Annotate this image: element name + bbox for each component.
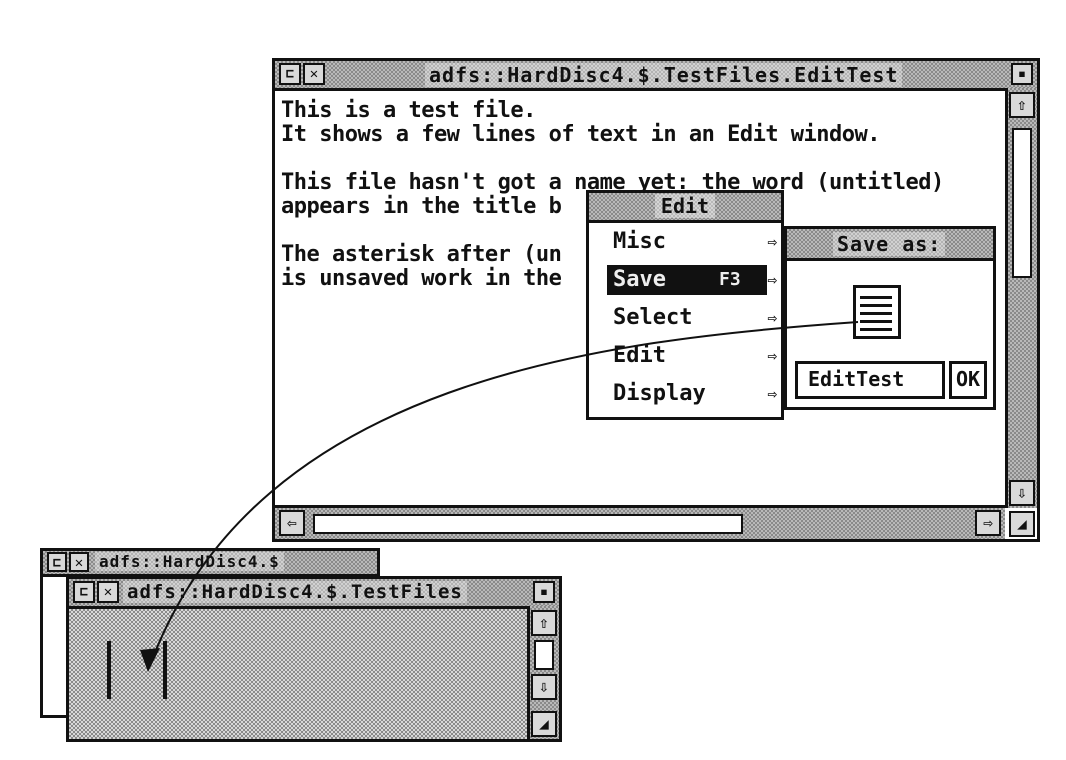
edit-menu-title: Edit: [589, 193, 781, 223]
vertical-scrollbar[interactable]: ⇧ ⇩: [1005, 88, 1037, 508]
close-icon[interactable]: ✕: [97, 581, 119, 603]
filer-back-titlebar[interactable]: ⊏ ✕ adfs::HardDisc4.$: [43, 551, 377, 577]
menu-item-label: Select: [613, 305, 693, 330]
submenu-arrow-icon: ⇨: [767, 232, 777, 251]
horizontal-scrollbar[interactable]: ⇦ ⇨: [275, 505, 1005, 539]
ok-button-label: OK: [955, 367, 981, 391]
back-icon[interactable]: ⊏: [47, 552, 67, 572]
arrow-down-icon[interactable]: ⇩: [531, 674, 557, 700]
arrow-up-icon[interactable]: ⇧: [531, 610, 557, 636]
back-icon[interactable]: ⊏: [279, 63, 301, 85]
vertical-scroll-thumb[interactable]: [1012, 128, 1032, 278]
submenu-arrow-icon: ⇨: [767, 270, 777, 289]
text-line: is unsaved work in the: [281, 266, 562, 291]
text-file-icon[interactable]: [853, 285, 901, 339]
filer-scroll-thumb[interactable]: [534, 640, 554, 670]
menu-item-misc[interactable]: Misc ⇨: [589, 223, 781, 261]
edit-window-title: adfs::HardDisc4.$.TestFiles.EditTest: [425, 63, 903, 87]
back-icon[interactable]: ⊏: [73, 581, 95, 603]
toggle-size-icon[interactable]: ▪: [533, 581, 555, 603]
edit-menu: Edit Misc ⇨ Save F3 ⇨ Select ⇨ Edit ⇨ Di…: [586, 190, 784, 420]
text-line: This is a test file.: [281, 98, 536, 123]
selection-highlight: [607, 265, 767, 295]
filename-field[interactable]: EditTest: [795, 361, 945, 399]
save-as-dialog: Save as: EditTest OK: [784, 226, 996, 410]
filer-back-title: adfs::HardDisc4.$: [95, 552, 284, 571]
edit-menu-title-text: Edit: [654, 194, 716, 218]
menu-item-label: Edit: [613, 343, 666, 368]
filename-value: EditTest: [808, 367, 905, 391]
arrow-left-icon[interactable]: ⇦: [279, 510, 305, 536]
menu-item-label: Save: [613, 267, 666, 292]
edit-window-titlebar[interactable]: ⊏ ✕ adfs::HardDisc4.$.TestFiles.EditTest…: [275, 61, 1037, 91]
text-line: The asterisk after (un: [281, 242, 562, 267]
filer-front-titlebar[interactable]: ⊏ ✕ adfs::HardDisc4.$.TestFiles ▪: [69, 579, 559, 609]
submenu-arrow-icon: ⇨: [767, 384, 777, 403]
text-line: appears in the title b: [281, 194, 562, 219]
filer-front-title: adfs::HardDisc4.$.TestFiles: [123, 581, 467, 603]
menu-item-label: Misc: [613, 229, 666, 254]
close-icon[interactable]: ✕: [303, 63, 325, 85]
horizontal-scroll-thumb[interactable]: [313, 514, 743, 534]
text-line: It shows a few lines of text in an Edit …: [281, 122, 881, 147]
submenu-arrow-icon: ⇨: [767, 308, 777, 327]
submenu-arrow-icon: ⇨: [767, 346, 777, 365]
drop-target-outline: [107, 641, 167, 699]
menu-item-select[interactable]: Select ⇨: [589, 299, 781, 337]
ok-button[interactable]: OK: [949, 361, 987, 399]
resize-icon[interactable]: ◢: [531, 711, 557, 737]
close-icon[interactable]: ✕: [69, 552, 89, 572]
toggle-size-icon[interactable]: ▪: [1011, 63, 1033, 85]
save-as-title: Save as:: [833, 232, 946, 256]
menu-item-shortcut: F3: [719, 269, 741, 290]
menu-item-display[interactable]: Display ⇨: [589, 375, 781, 413]
menu-item-save[interactable]: Save F3 ⇨: [589, 261, 781, 299]
resize-icon[interactable]: ◢: [1009, 511, 1035, 537]
filer-vertical-scrollbar[interactable]: ⇧ ⇩ ◢: [527, 606, 559, 739]
save-as-titlebar: Save as:: [787, 229, 993, 261]
filer-window-front: ⊏ ✕ adfs::HardDisc4.$.TestFiles ▪ ⇧ ⇩ ◢: [66, 576, 562, 742]
filer-content[interactable]: [69, 609, 527, 739]
arrow-right-icon[interactable]: ⇨: [975, 510, 1001, 536]
menu-item-edit[interactable]: Edit ⇨: [589, 337, 781, 375]
menu-item-label: Display: [613, 381, 706, 406]
arrow-down-icon[interactable]: ⇩: [1009, 480, 1035, 506]
arrow-up-icon[interactable]: ⇧: [1009, 92, 1035, 118]
